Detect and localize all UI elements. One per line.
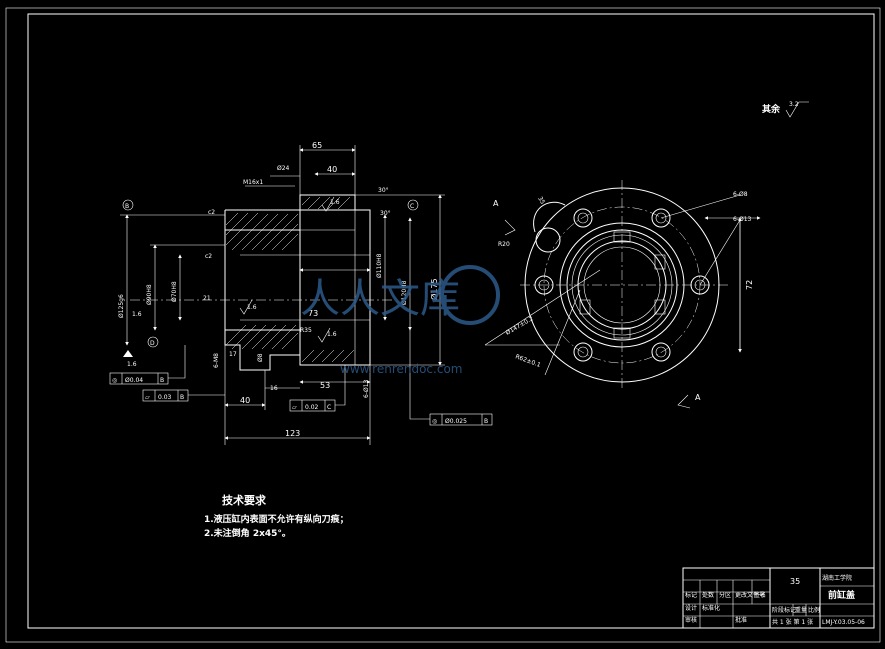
svg-text:Ø0.04: Ø0.04 — [125, 377, 143, 384]
dim-c2-a: c2 — [208, 209, 215, 216]
dim-123: 123 — [285, 429, 300, 438]
inner-border — [27, 13, 875, 629]
section-a-top: A — [493, 199, 499, 208]
outer-border — [5, 7, 881, 643]
rough-4: 1.6 — [127, 361, 137, 368]
rough-1: 1.6 — [247, 304, 257, 311]
dim-30deg-a: 30° — [378, 187, 389, 194]
svg-text:⏥: ⏥ — [292, 404, 297, 411]
dim-d24: Ø24 — [277, 165, 290, 172]
dim-6d13: 6-Ø13 — [363, 379, 370, 398]
svg-text:签名: 签名 — [754, 591, 766, 599]
svg-text:比例: 比例 — [808, 606, 820, 614]
part-name-cell: 前缸盖 — [828, 589, 855, 601]
dim-d175: Ø175 — [429, 278, 439, 300]
tech-req-item-2: 2.未注倒角 2x45°。 — [204, 527, 291, 539]
dim-d70: Ø70H8 — [171, 281, 178, 302]
datum-circle-d — [147, 336, 159, 348]
roughness-label: 其余 — [762, 103, 781, 115]
tech-req-title: 技术要求 — [222, 493, 267, 507]
dim-73: 73 — [308, 309, 318, 318]
dim-d90: Ø90H8 — [146, 284, 153, 305]
svg-text:B: B — [180, 394, 184, 401]
flange-outer-circle — [524, 187, 720, 383]
dim-m16: M16x1 — [243, 179, 263, 186]
school-cell: 湖南工学院 — [822, 574, 852, 582]
datum-c: C — [410, 203, 414, 210]
dim-40-top: 40 — [327, 165, 337, 174]
label-d147: Ø147±0.2 — [505, 315, 535, 337]
svg-text:审核: 审核 — [685, 616, 697, 624]
section-a-bottom: A — [695, 393, 701, 402]
dim-d120: Ø120H8 — [401, 280, 408, 305]
watermark: 人人文库 www.renrendoc.com — [300, 265, 500, 376]
section-hatching — [225, 196, 355, 363]
svg-text:0.03: 0.03 — [158, 394, 172, 401]
tolerance-frame-2: ⏥ 0.03 B — [142, 389, 189, 402]
dim-d125: Ø125g6 — [118, 294, 125, 318]
tolerance-frame-1: ◎ Ø0.04 B — [109, 372, 169, 385]
datum-d: D — [150, 340, 155, 347]
svg-text:标准化: 标准化 — [702, 604, 720, 612]
roughness-value: 3.2 — [789, 101, 799, 108]
tolerance-frame-3: ⏥ 0.02 C — [289, 399, 336, 412]
watermark-url: www.renrendoc.com — [340, 362, 462, 376]
svg-text:更改文件号: 更改文件号 — [735, 591, 765, 599]
svg-text:C: C — [327, 404, 331, 411]
side-end-view: A A 6-Ø8 6-Ø13 R20 72 Ø147±0.2 R62±0.1 3… — [484, 180, 761, 409]
dim-c2-b: c2 — [205, 253, 212, 260]
svg-text:处数: 处数 — [702, 591, 714, 599]
svg-text:◎: ◎ — [432, 418, 437, 425]
svg-text:重量: 重量 — [795, 606, 807, 614]
sheet-cell: 共 1 张 第 1 张 — [772, 618, 813, 626]
label-r62: R62±0.1 — [514, 353, 541, 369]
dim-53: 53 — [320, 381, 330, 390]
dim-6m8: 6-M8 — [213, 353, 220, 368]
front-section-view: 65 40 M16x1 Ø24 30° 30° c2 c2 Ø125g6 Ø90… — [109, 141, 493, 445]
svg-text:B: B — [484, 418, 488, 425]
svg-text:标记: 标记 — [685, 591, 697, 599]
svg-text:设计: 设计 — [685, 604, 697, 612]
label-6-d13: 6-Ø13 — [733, 216, 752, 223]
dim-d110: Ø110H8 — [376, 253, 383, 278]
dim-16: 16 — [270, 385, 278, 392]
datum-circle-b — [122, 199, 134, 211]
svg-text:阶段标记: 阶段标记 — [772, 606, 796, 614]
drawing-no-cell: LMJ-Y.03.05-06 — [822, 619, 865, 626]
watermark-text: 人人文库 — [300, 276, 460, 322]
datum-b: B — [125, 203, 129, 210]
rough-3: 1.6 — [327, 331, 337, 338]
rough-2: 1.6 — [330, 199, 340, 206]
svg-text:0.02: 0.02 — [305, 404, 319, 411]
svg-text:Ø0.025: Ø0.025 — [445, 418, 467, 425]
label-6-d8: 6-Ø8 — [733, 191, 748, 198]
dim-17: 17 — [229, 351, 237, 358]
datum-circle-c — [407, 199, 419, 211]
dim-d8: Ø8 — [257, 353, 264, 362]
label-r20: R20 — [498, 241, 510, 248]
dim-r35: R35 — [300, 327, 312, 334]
svg-text:B: B — [160, 377, 164, 384]
label-35-boss: 35 — [536, 196, 546, 206]
dim-30deg-b: 30° — [380, 210, 391, 217]
material-cell: 35 — [790, 577, 800, 586]
title-block: 标记 处数 分区 更改文件号 签名 设计 标准化 审核 批准 阶段标记 重量 比… — [682, 567, 875, 629]
dim-40-bottom: 40 — [240, 396, 250, 405]
svg-text:⏥: ⏥ — [145, 394, 150, 401]
rough-5: 1.6 — [132, 311, 142, 318]
roughness-note: 其余 3.2 — [762, 101, 809, 118]
svg-text:◎: ◎ — [112, 377, 117, 384]
dim-65: 65 — [312, 141, 322, 150]
tech-requirements: 技术要求 1.液压缸内表面不允许有纵向刀痕； 2.未注倒角 2x45°。 — [204, 493, 349, 539]
svg-text:批准: 批准 — [735, 616, 747, 624]
tolerance-frame-4: ◎ Ø0.025 B — [429, 413, 493, 426]
label-72: 72 — [745, 280, 754, 290]
dim-21: 21 — [203, 295, 211, 302]
svg-text:分区: 分区 — [719, 591, 731, 599]
tech-req-item-1: 1.液压缸内表面不允许有纵向刀痕； — [204, 513, 349, 525]
